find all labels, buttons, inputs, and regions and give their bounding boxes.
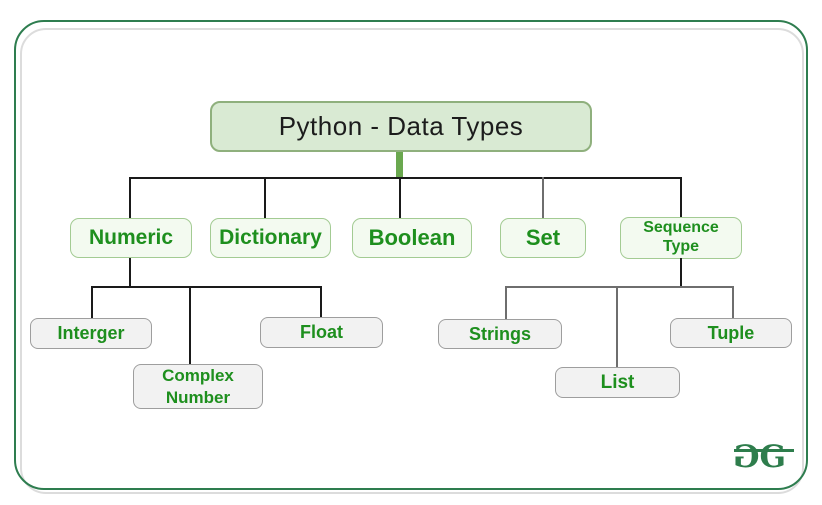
dictionary-label: Dictionary	[219, 226, 322, 249]
logo-overline	[734, 449, 794, 452]
connector-drop-complex-number	[189, 286, 191, 365]
connector-level1-hline	[129, 177, 682, 179]
node-set: Set	[500, 218, 586, 258]
connector-drop-set	[542, 177, 544, 218]
connector-drop-interger	[91, 286, 93, 318]
node-dictionary: Dictionary	[210, 218, 331, 258]
sequence-type-label: Sequence Type	[643, 219, 719, 255]
connector-sequence-stem	[680, 258, 682, 288]
node-strings: Strings	[438, 319, 562, 349]
connector-drop-numeric	[129, 177, 131, 218]
node-numeric: Numeric	[70, 218, 192, 258]
float-label: Float	[300, 322, 343, 342]
connector-drop-boolean	[399, 177, 401, 218]
connector-numeric-stem	[129, 258, 131, 288]
node-interger: Interger	[30, 318, 152, 349]
node-tuple: Tuple	[670, 318, 792, 348]
complex-number-label: Complex Number	[162, 366, 234, 407]
logo-letters: GG	[735, 439, 786, 475]
geeksforgeeks-logo: GG	[734, 439, 799, 484]
boolean-label: Boolean	[368, 225, 456, 250]
node-sequence-type: Sequence Type	[620, 217, 742, 259]
connector-drop-float	[320, 286, 322, 318]
connector-drop-strings	[505, 286, 507, 319]
root-label: Python - Data Types	[278, 111, 524, 141]
node-complex-number: Complex Number	[133, 364, 263, 409]
connector-drop-dictionary	[264, 177, 266, 218]
tuple-label: Tuple	[707, 322, 755, 343]
frame-shadow-border	[20, 28, 804, 494]
node-python-data-types: Python - Data Types	[210, 101, 592, 152]
connector-drop-sequence-type	[680, 177, 682, 218]
node-boolean: Boolean	[352, 218, 472, 258]
list-label: List	[600, 371, 635, 393]
connector-sequence-hline	[505, 286, 734, 288]
connector-drop-list	[616, 286, 618, 367]
logo-g: G	[759, 439, 786, 475]
numeric-label: Numeric	[88, 226, 174, 249]
connector-numeric-hline	[91, 286, 322, 288]
frame-green-border	[14, 20, 808, 490]
node-list: List	[555, 367, 680, 398]
node-float: Float	[260, 317, 383, 348]
interger-label: Interger	[57, 323, 125, 343]
connector-drop-tuple	[732, 286, 734, 318]
strings-label: Strings	[468, 323, 531, 344]
connector-root-stub	[396, 152, 403, 178]
set-label: Set	[525, 225, 561, 250]
logo-g-mirrored: G	[735, 439, 760, 475]
